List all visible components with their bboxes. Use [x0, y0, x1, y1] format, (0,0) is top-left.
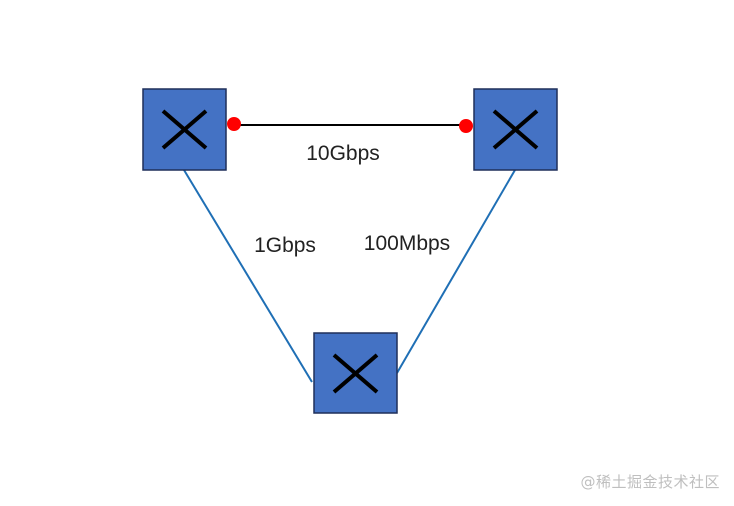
switch-x-icon — [492, 109, 539, 150]
link-left-line — [183, 169, 313, 383]
switch-x-icon — [332, 353, 379, 394]
switch-top-left — [142, 88, 227, 171]
switch-top-right — [473, 88, 558, 171]
link-top-label: 10Gbps — [306, 142, 380, 165]
link-top-endpoint-left — [227, 117, 241, 131]
link-right-line — [396, 169, 516, 374]
switch-bottom — [313, 332, 398, 414]
link-left-label: 1Gbps — [254, 234, 316, 257]
switch-x-icon — [161, 109, 208, 150]
link-top-endpoint-right — [459, 119, 473, 133]
link-right-label: 100Mbps — [364, 232, 450, 255]
watermark-text: @稀土掘金技术社区 — [580, 473, 720, 491]
